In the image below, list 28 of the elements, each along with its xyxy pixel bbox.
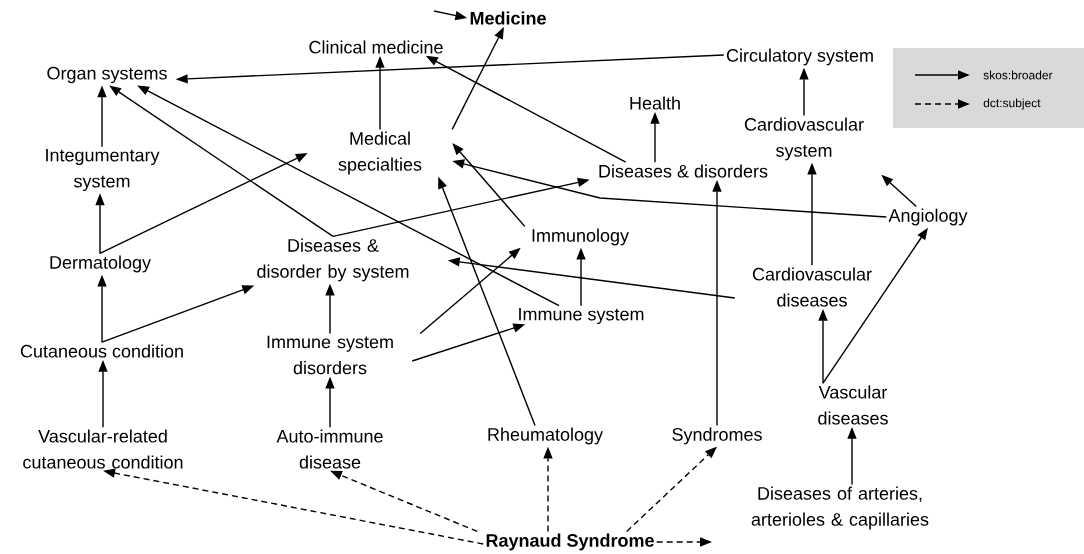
concept-label: Cutaneous condition bbox=[20, 344, 183, 358]
concept-label: Rheumatology bbox=[488, 427, 603, 445]
concept-label: Diseases & disorder by system bbox=[257, 238, 409, 282]
concept-label: Circulatory system bbox=[726, 48, 873, 66]
concept-label: Vascular-related cutaneous condition bbox=[23, 429, 183, 469]
concept-label: Angiology bbox=[888, 208, 968, 226]
concept-label: Medical specialties bbox=[338, 131, 422, 175]
concept-label: Vascular diseases bbox=[818, 385, 888, 425]
concept-label: Medicine bbox=[470, 11, 546, 25]
legend-label: skos:broader bbox=[983, 70, 1053, 80]
arrow bbox=[109, 85, 334, 238]
concept-label: Immune system bbox=[519, 307, 644, 325]
concept-label: Integumentary system bbox=[46, 148, 160, 192]
arrow bbox=[452, 143, 526, 228]
concept-label: Diseases of arteries, arterioles & capillaries bbox=[751, 486, 929, 530]
concept-label: Raynaud Syndrome bbox=[486, 533, 654, 551]
concept-label: Auto-immune disease bbox=[276, 429, 383, 469]
concept-label: Organ systems bbox=[47, 66, 167, 84]
concept-label: Syndromes bbox=[672, 427, 762, 445]
concept-label: Cardiovascular system bbox=[744, 117, 864, 161]
concept-label: Immune system disorders bbox=[267, 335, 393, 375]
concept-label: Dermatology bbox=[50, 255, 151, 273]
concept-label: Cardiovascular diseases bbox=[752, 267, 872, 307]
concept-label: Immunology bbox=[532, 228, 629, 246]
concept-label: Diseases & disorders bbox=[599, 164, 768, 178]
legend-label: dct:subject bbox=[983, 98, 1041, 110]
concept-label: Health bbox=[630, 96, 680, 110]
concept-label: Clinical medicine bbox=[309, 40, 443, 54]
